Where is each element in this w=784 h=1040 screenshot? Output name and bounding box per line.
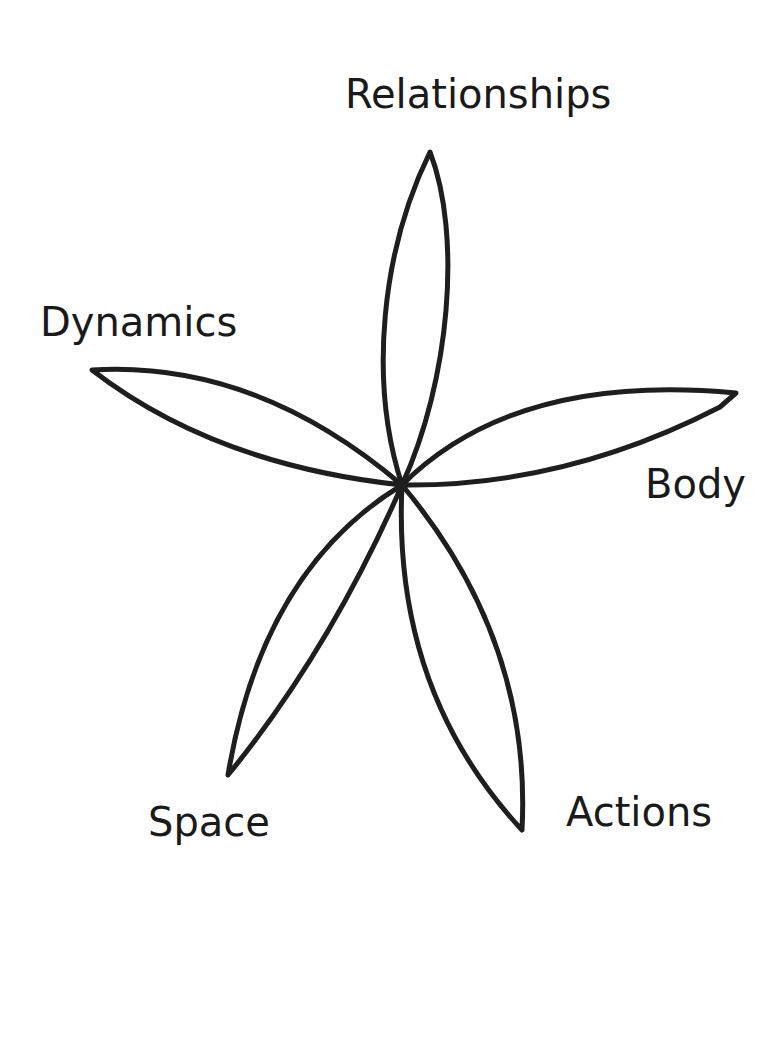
flower-center — [396, 479, 408, 491]
petal — [228, 485, 402, 775]
petal-label: Space — [148, 800, 270, 844]
petal-label: Actions — [566, 790, 712, 834]
petal-label: Dynamics — [40, 300, 237, 344]
petal — [401, 485, 522, 830]
petal — [92, 369, 402, 485]
petal — [383, 152, 448, 485]
petal-label: Relationships — [345, 72, 611, 116]
petal-label: Body — [645, 462, 746, 506]
